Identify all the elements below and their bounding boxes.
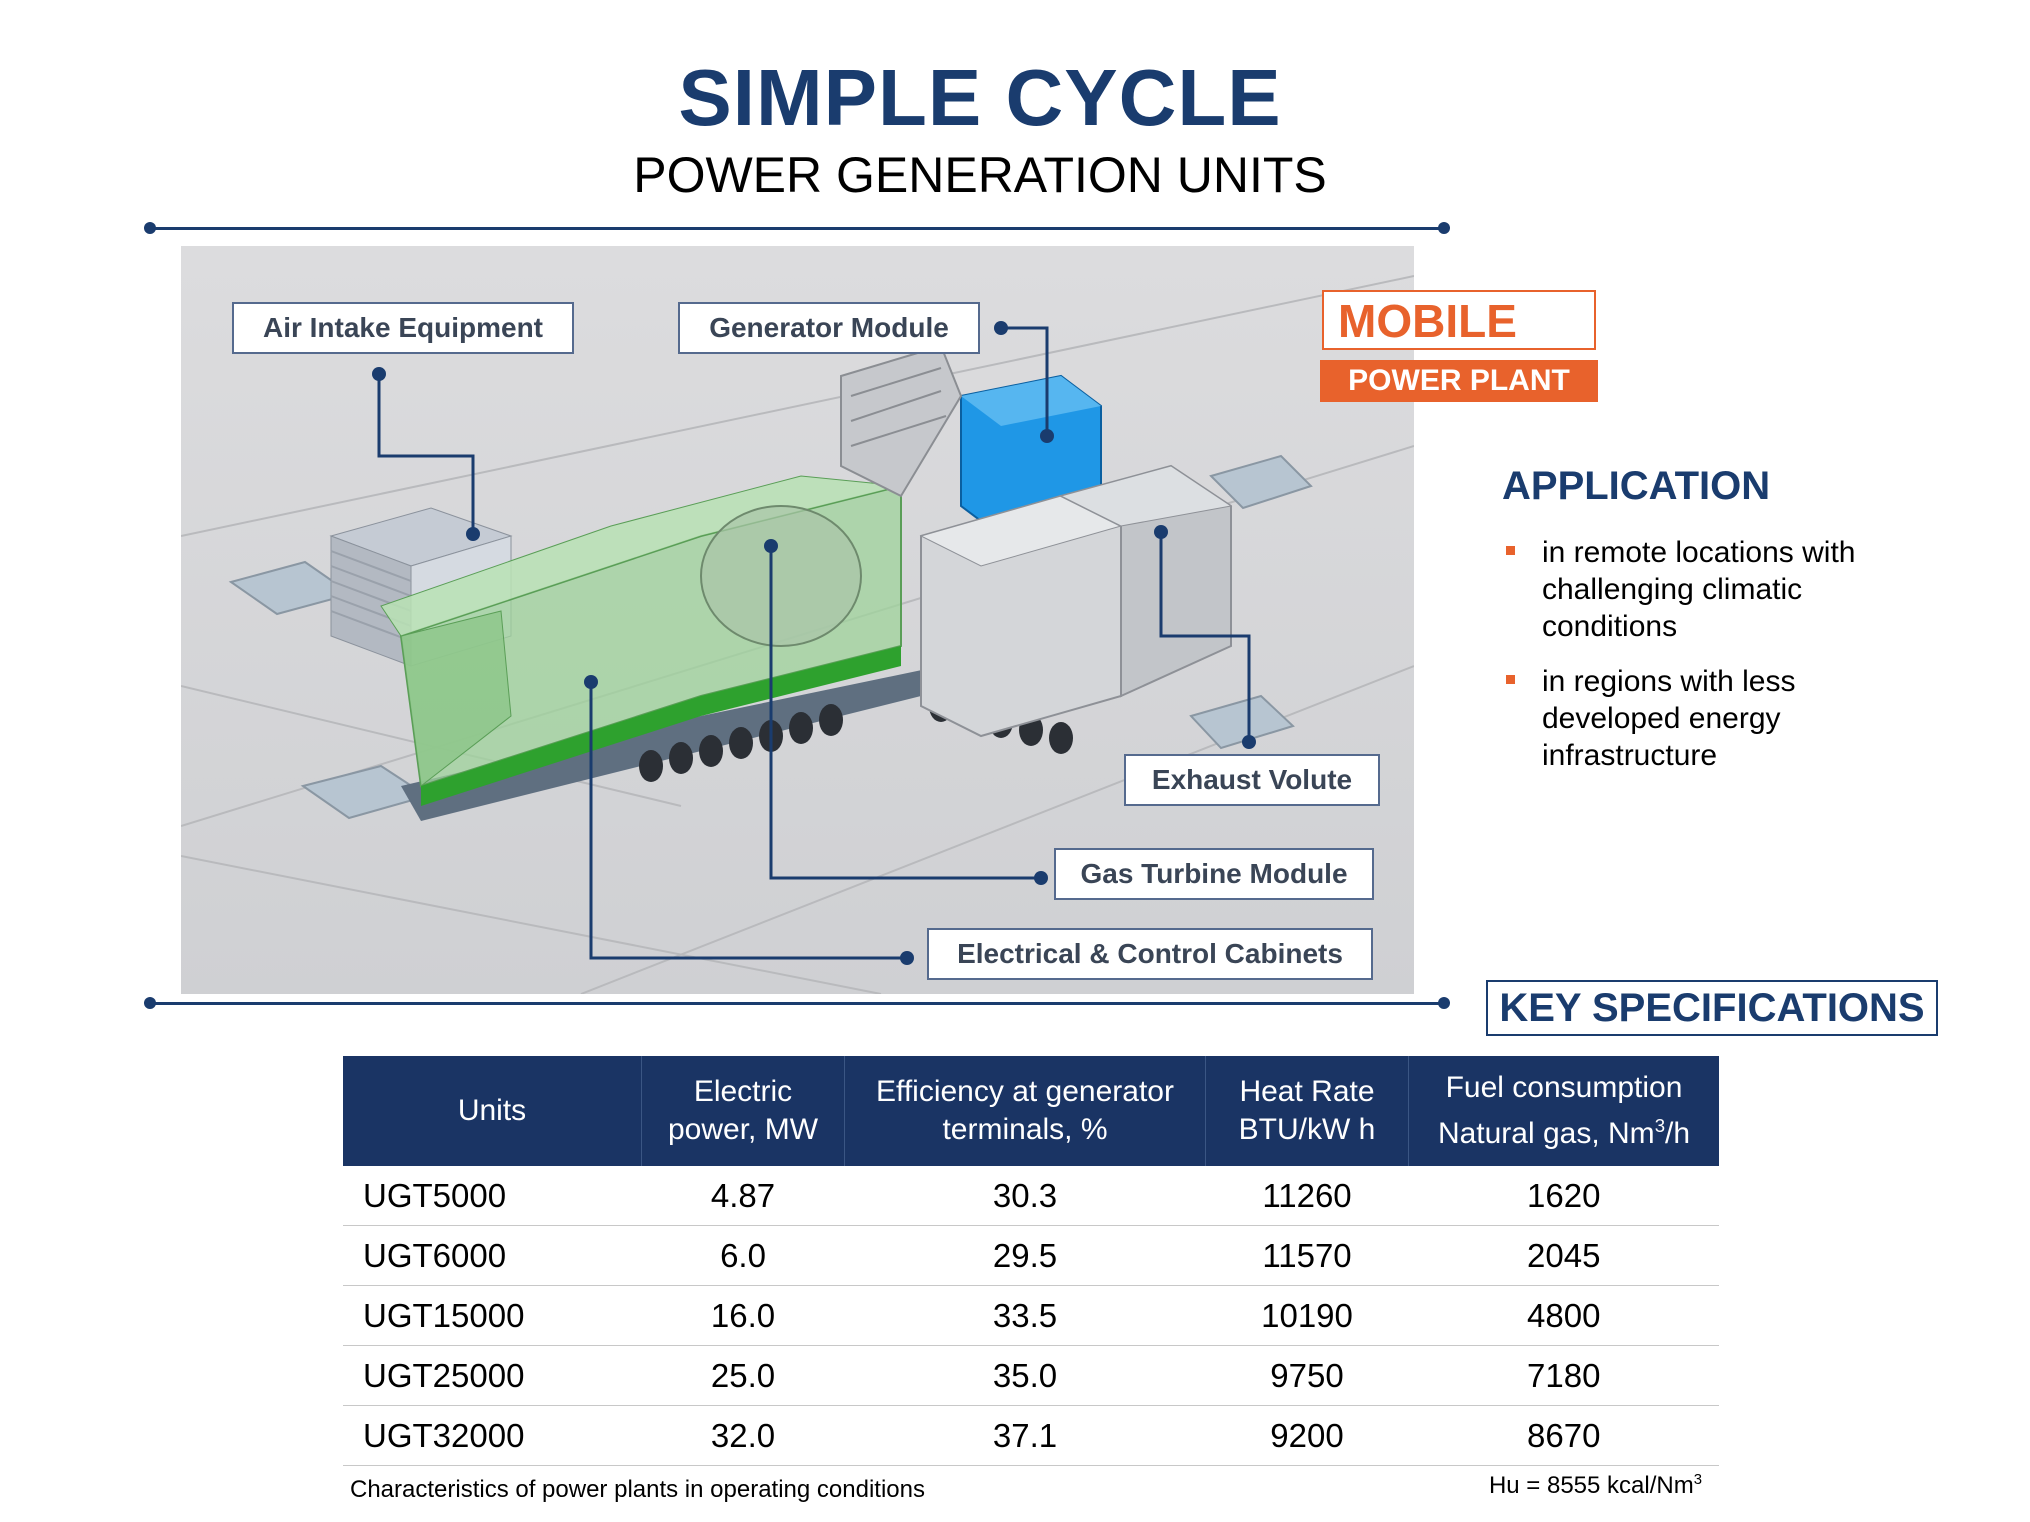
cell-heat-rate: 10190 bbox=[1205, 1285, 1409, 1346]
cell-unit: UGT32000 bbox=[343, 1405, 642, 1466]
power-plant-illustration: Air Intake Equipment Generator Module Ex… bbox=[181, 246, 1414, 994]
cell-heat-rate: 9750 bbox=[1205, 1345, 1409, 1406]
cell-efficiency: 30.3 bbox=[844, 1166, 1206, 1226]
table-row: UGT15000 16.0 33.5 10190 4800 bbox=[343, 1285, 1719, 1346]
cell-fuel: 8670 bbox=[1408, 1405, 1719, 1466]
cell-heat-rate: 9200 bbox=[1205, 1405, 1409, 1466]
table-footnote: Characteristics of power plants in opera… bbox=[350, 1476, 925, 1503]
cell-efficiency: 35.0 bbox=[844, 1345, 1206, 1406]
cell-efficiency: 33.5 bbox=[844, 1285, 1206, 1346]
callout-generator: Generator Module bbox=[678, 302, 980, 354]
application-item: in remote locations with challenging cli… bbox=[1502, 534, 1932, 645]
page-subtitle: POWER GENERATION UNITS bbox=[633, 147, 1327, 203]
application-item: in regions with less developed energy in… bbox=[1502, 663, 1932, 774]
cell-power: 6.0 bbox=[641, 1225, 845, 1286]
application-item-text: in remote locations with challenging cli… bbox=[1542, 536, 1856, 643]
application-heading: APPLICATION bbox=[1502, 464, 1771, 508]
cell-heat-rate: 11570 bbox=[1205, 1225, 1409, 1286]
bullet-square-icon bbox=[1506, 546, 1515, 555]
bottom-divider bbox=[150, 1002, 1442, 1005]
cell-fuel: 1620 bbox=[1408, 1166, 1719, 1226]
callout-electrical: Electrical & Control Cabinets bbox=[927, 928, 1373, 980]
bullet-square-icon bbox=[1506, 675, 1515, 684]
power-plant-badge: POWER PLANT bbox=[1320, 360, 1598, 402]
cell-unit: UGT25000 bbox=[343, 1345, 642, 1406]
table-row: UGT5000 4.87 30.3 11260 1620 bbox=[343, 1166, 1719, 1226]
table-row: UGT32000 32.0 37.1 9200 8670 bbox=[343, 1405, 1719, 1466]
mobile-badge: MOBILE bbox=[1322, 290, 1596, 350]
page-title: SIMPLE CYCLE bbox=[678, 53, 1282, 142]
cell-power: 4.87 bbox=[641, 1166, 845, 1226]
callout-air-intake: Air Intake Equipment bbox=[232, 302, 574, 354]
application-list: in remote locations with challenging cli… bbox=[1502, 534, 1932, 792]
cell-fuel: 2045 bbox=[1408, 1225, 1719, 1286]
cell-power: 25.0 bbox=[641, 1345, 845, 1406]
col-units: Units bbox=[343, 1056, 642, 1166]
heating-value-note: Hu = 8555 kcal/Nm3 bbox=[1488, 1472, 1702, 1499]
cell-unit: UGT15000 bbox=[343, 1285, 642, 1346]
cell-heat-rate: 11260 bbox=[1205, 1166, 1409, 1226]
key-specifications-heading: KEY SPECIFICATIONS bbox=[1486, 980, 1938, 1036]
cell-fuel: 7180 bbox=[1408, 1345, 1719, 1406]
cell-power: 16.0 bbox=[641, 1285, 845, 1346]
table-row: UGT25000 25.0 35.0 9750 7180 bbox=[343, 1345, 1719, 1406]
application-item-text: in regions with less developed energy in… bbox=[1542, 665, 1796, 772]
cell-efficiency: 37.1 bbox=[844, 1405, 1206, 1466]
table-row: UGT6000 6.0 29.5 11570 2045 bbox=[343, 1225, 1719, 1286]
divider-dot-right bbox=[1438, 222, 1450, 234]
cell-unit: UGT6000 bbox=[343, 1225, 642, 1286]
cell-power: 32.0 bbox=[641, 1405, 845, 1466]
cell-fuel: 4800 bbox=[1408, 1285, 1719, 1346]
cell-unit: UGT5000 bbox=[343, 1166, 642, 1226]
divider-dot-right bbox=[1438, 997, 1450, 1009]
callout-exhaust: Exhaust Volute bbox=[1124, 754, 1380, 806]
callout-gas-turbine: Gas Turbine Module bbox=[1054, 848, 1374, 900]
top-divider bbox=[150, 227, 1442, 230]
cell-efficiency: 29.5 bbox=[844, 1225, 1206, 1286]
